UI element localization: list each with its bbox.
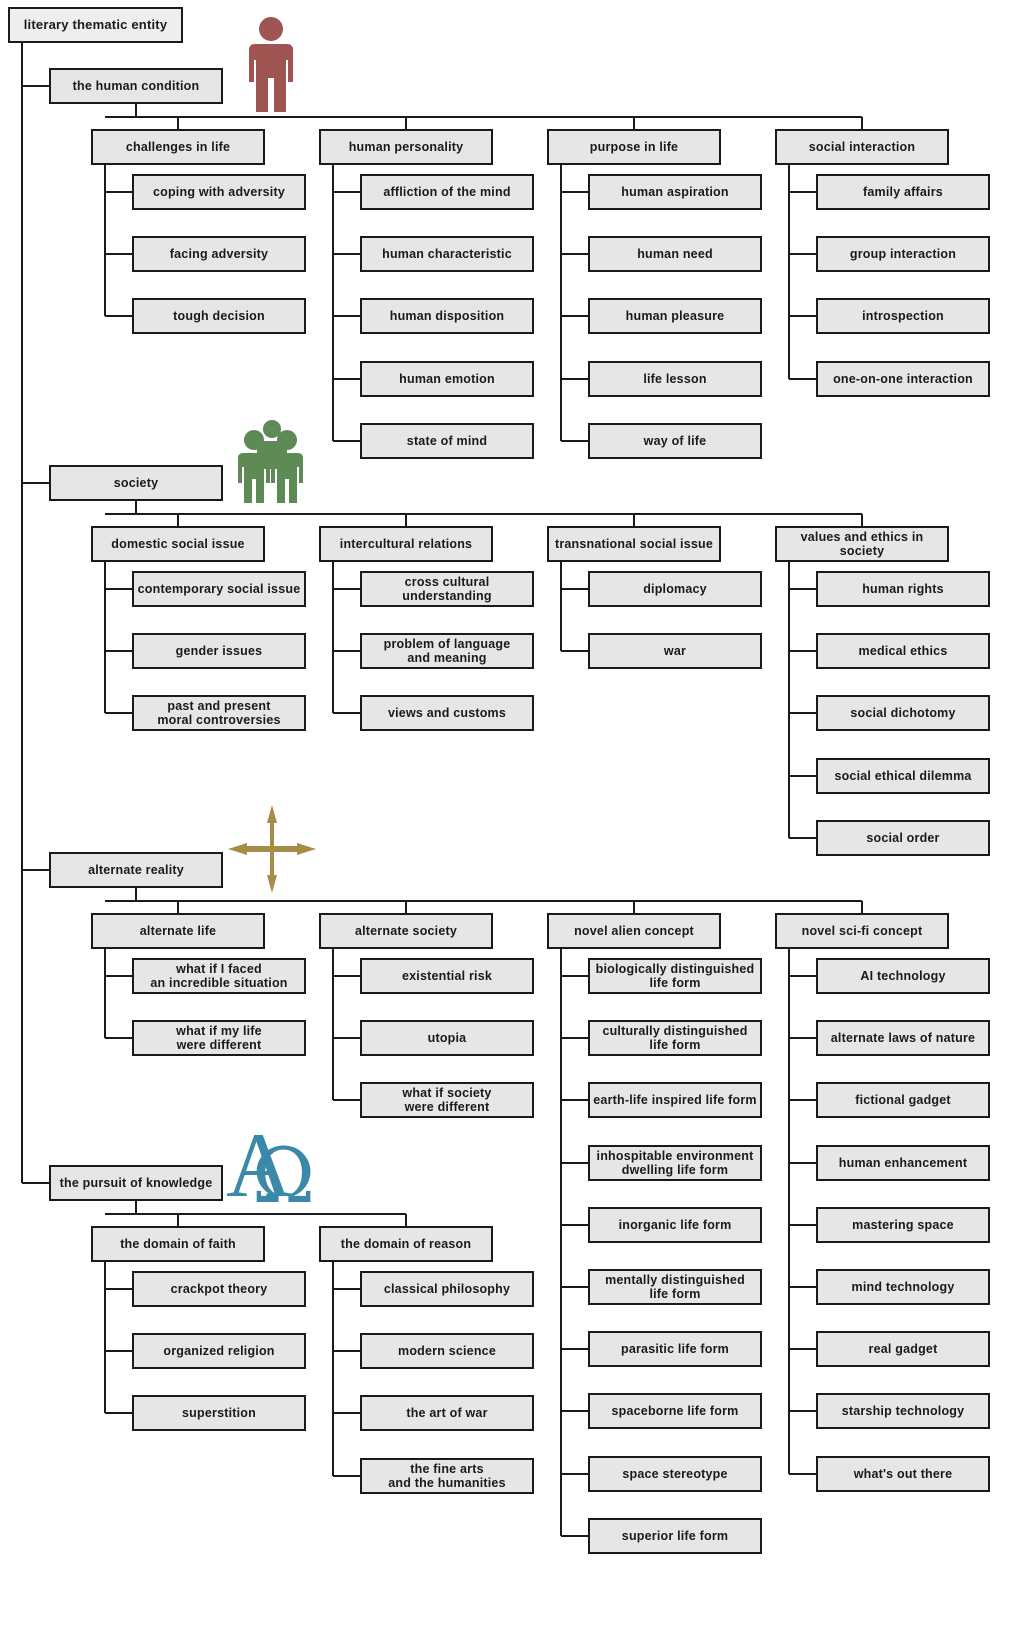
leaf-node: contemporary social issue (132, 571, 306, 607)
leaf-node: one-on-one interaction (816, 361, 990, 397)
root-node: literary thematic entity (8, 7, 183, 43)
leaf-node: crackpot theory (132, 1271, 306, 1307)
compass-arrows (228, 805, 316, 893)
leaf-node: AI technology (816, 958, 990, 994)
leaf-node: past and present moral controversies (132, 695, 306, 731)
group-node: purpose in life (547, 129, 721, 165)
svg-text:A: A (226, 1118, 292, 1206)
person-icon (249, 17, 293, 112)
leaf-node: mentally distinguished life form (588, 1269, 762, 1305)
leaf-node: diplomacy (588, 571, 762, 607)
leaf-node: earth-life inspired life form (588, 1082, 762, 1118)
alpha-omega-icon: A Ω (226, 1118, 315, 1206)
leaf-node: what if my life were different (132, 1020, 306, 1056)
leaf-node: what if society were different (360, 1082, 534, 1118)
alpha-omega-glyphs: A Ω (226, 1118, 315, 1206)
group-node: challenges in life (91, 129, 265, 165)
person-body (249, 44, 293, 112)
leaf-node: inhospitable environment dwelling life f… (588, 1145, 762, 1181)
leaf-node: life lesson (588, 361, 762, 397)
group-node: novel sci-fi concept (775, 913, 949, 949)
leaf-node: social dichotomy (816, 695, 990, 731)
leaf-node: human pleasure (588, 298, 762, 334)
leaf-node: human aspiration (588, 174, 762, 210)
leaf-node: problem of language and meaning (360, 633, 534, 669)
leaf-node: human emotion (360, 361, 534, 397)
group-node: alternate life (91, 913, 265, 949)
leaf-node: social ethical dilemma (816, 758, 990, 794)
leaf-node: starship technology (816, 1393, 990, 1429)
leaf-node: human need (588, 236, 762, 272)
leaf-node: what if I faced an incredible situation (132, 958, 306, 994)
leaf-node: existential risk (360, 958, 534, 994)
leaf-node: war (588, 633, 762, 669)
leaf-node: human characteristic (360, 236, 534, 272)
group-node: the domain of faith (91, 1226, 265, 1262)
leaf-node: gender issues (132, 633, 306, 669)
leaf-node: state of mind (360, 423, 534, 459)
leaf-node: modern science (360, 1333, 534, 1369)
group-node: novel alien concept (547, 913, 721, 949)
leaf-node: tough decision (132, 298, 306, 334)
group-node: social interaction (775, 129, 949, 165)
category-node: alternate reality (49, 852, 223, 888)
leaf-node: spaceborne life form (588, 1393, 762, 1429)
category-node: the pursuit of knowledge (49, 1165, 223, 1201)
leaf-node: alternate laws of nature (816, 1020, 990, 1056)
group-node: alternate society (319, 913, 493, 949)
leaf-node: cross cultural understanding (360, 571, 534, 607)
leaf-node: superstition (132, 1395, 306, 1431)
leaf-node: biologically distinguished life form (588, 958, 762, 994)
leaf-node: affliction of the mind (360, 174, 534, 210)
leaf-node: group interaction (816, 236, 990, 272)
leaf-node: human enhancement (816, 1145, 990, 1181)
person-head (259, 17, 283, 41)
leaf-node: family affairs (816, 174, 990, 210)
category-node: society (49, 465, 223, 501)
group-node: values and ethics in society (775, 526, 949, 562)
group-of-people-icon (238, 420, 303, 503)
leaf-node: utopia (360, 1020, 534, 1056)
group-figures (238, 420, 303, 503)
leaf-node: medical ethics (816, 633, 990, 669)
group-node: human personality (319, 129, 493, 165)
group-node: domestic social issue (91, 526, 265, 562)
leaf-node: human disposition (360, 298, 534, 334)
leaf-node: space stereotype (588, 1456, 762, 1492)
leaf-node: what's out there (816, 1456, 990, 1492)
leaf-node: the fine arts and the humanities (360, 1458, 534, 1494)
category-node: the human condition (49, 68, 223, 104)
leaf-node: human rights (816, 571, 990, 607)
leaf-node: way of life (588, 423, 762, 459)
leaf-node: facing adversity (132, 236, 306, 272)
compass-cross-icon (228, 805, 316, 893)
svg-text:Ω: Ω (252, 1131, 315, 1206)
leaf-node: real gadget (816, 1331, 990, 1367)
leaf-node: mastering space (816, 1207, 990, 1243)
leaf-node: parasitic life form (588, 1331, 762, 1367)
leaf-node: coping with adversity (132, 174, 306, 210)
leaf-node: inorganic life form (588, 1207, 762, 1243)
leaf-node: introspection (816, 298, 990, 334)
leaf-node: mind technology (816, 1269, 990, 1305)
leaf-node: superior life form (588, 1518, 762, 1554)
leaf-node: fictional gadget (816, 1082, 990, 1118)
leaf-node: organized religion (132, 1333, 306, 1369)
leaf-node: views and customs (360, 695, 534, 731)
leaf-node: culturally distinguished life form (588, 1020, 762, 1056)
group-node: intercultural relations (319, 526, 493, 562)
group-node: transnational social issue (547, 526, 721, 562)
group-node: the domain of reason (319, 1226, 493, 1262)
leaf-node: the art of war (360, 1395, 534, 1431)
leaf-node: social order (816, 820, 990, 856)
leaf-node: classical philosophy (360, 1271, 534, 1307)
